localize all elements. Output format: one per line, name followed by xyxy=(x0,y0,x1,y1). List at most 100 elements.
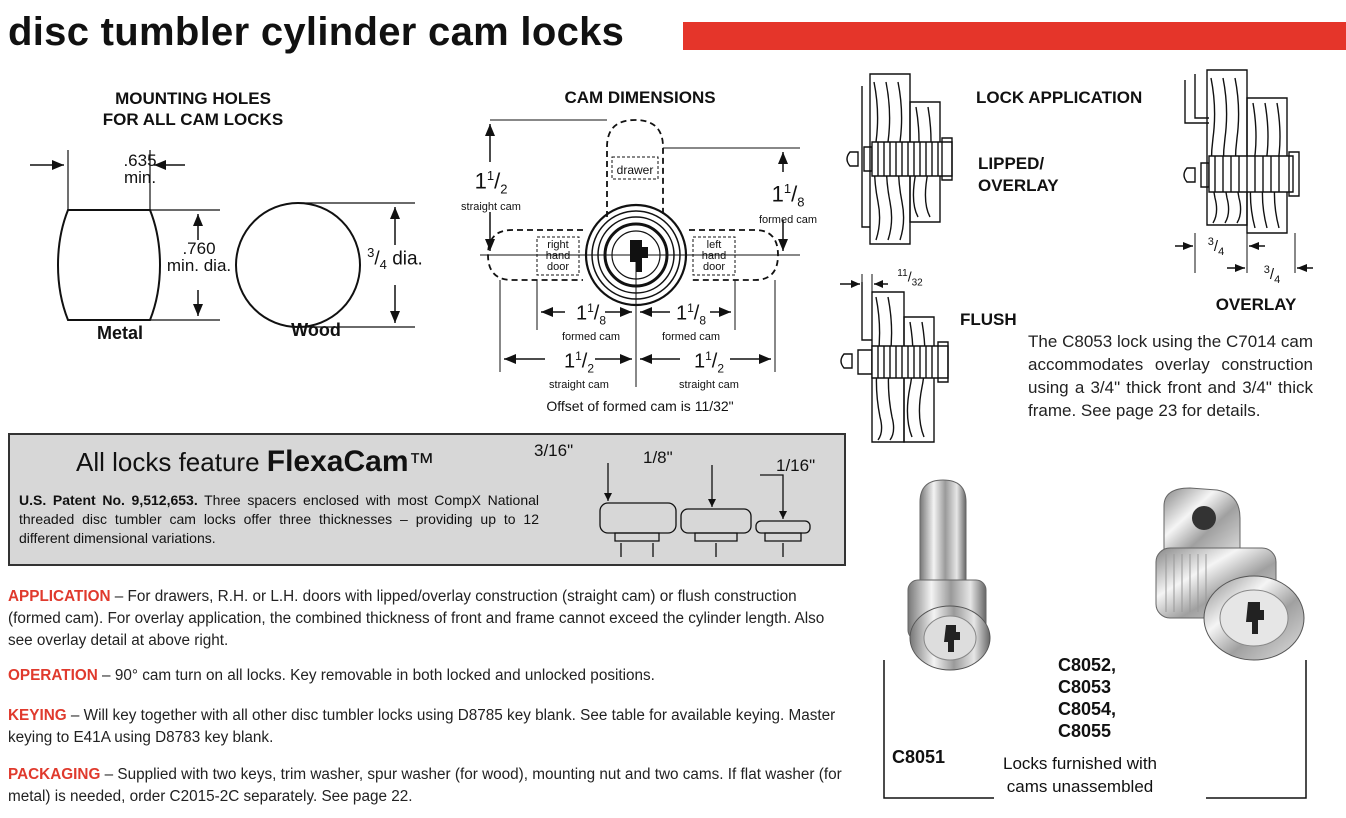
formed-whole-left: 1 xyxy=(575,302,588,325)
wood-dia-num: 3 xyxy=(367,245,375,260)
lhd-line3: door xyxy=(702,261,726,273)
formed-den: 8 xyxy=(797,194,805,210)
overlay-note: The C8053 lock using the C7014 cam accom… xyxy=(1028,332,1313,420)
flush-dim-num: 11 xyxy=(897,268,908,279)
formed-num-right: 1 xyxy=(687,301,694,315)
cam-offset-caption: Offset of formed cam is 11/32" xyxy=(546,398,734,414)
c8052-keyway-icon xyxy=(1246,602,1264,634)
formed-whole-right: 1 xyxy=(675,302,688,325)
wood-dia-unit: dia. xyxy=(392,248,423,270)
products-note-line1: Locks furnished with xyxy=(1002,754,1158,773)
keying-text: – Will key together with all other disc … xyxy=(8,707,836,746)
height-unit: min. dia. xyxy=(166,256,232,275)
straight-den-left: 2 xyxy=(587,361,595,376)
formed-den-right: 8 xyxy=(699,313,707,328)
c8051-keyway-icon xyxy=(944,625,960,652)
overlay-dim-b-den: 4 xyxy=(1274,274,1281,286)
keyhole-icon xyxy=(630,240,648,272)
flexacam-box: All locks feature FlexaCam™ U.S. Patent … xyxy=(8,433,846,566)
flush-dim-den: 32 xyxy=(911,277,923,289)
c8052-group-label: C8052, C8053 C8054, C8055 xyxy=(1058,654,1116,742)
straight-cam-dim-left: 11/2 straight cam xyxy=(538,346,620,391)
formed-den-left: 8 xyxy=(599,313,607,328)
straight-whole-right: 1 xyxy=(693,350,706,373)
c8052-label: C8052, xyxy=(1058,655,1117,675)
accent-rect xyxy=(683,22,1346,50)
height-dimension: .760 min. dia. xyxy=(160,240,238,274)
spacer-medium xyxy=(681,509,751,533)
metal-label: Metal xyxy=(96,323,143,343)
lipped-line1: LIPPED/ xyxy=(978,154,1045,173)
operation-head: OPERATION xyxy=(8,667,98,684)
overlay-label: OVERLAY xyxy=(1215,295,1297,314)
mounting-holes-diagram xyxy=(20,140,460,330)
title-accent-bar xyxy=(683,22,1346,50)
spacer-diagram xyxy=(595,451,815,561)
spacer-label-1: 3/16" xyxy=(534,441,574,460)
overlay-dim-a-den: 4 xyxy=(1218,246,1225,258)
formed-cam-label: formed cam xyxy=(758,213,818,226)
straight-whole: 1 xyxy=(474,168,487,194)
formed-num-left: 1 xyxy=(587,301,594,315)
straight-cam-label-right: straight cam xyxy=(679,378,739,391)
wood-label: Wood xyxy=(291,320,341,340)
overlay-dim-b: 3/4 xyxy=(1263,264,1281,286)
flexacam-lead: All locks feature xyxy=(76,447,267,477)
straight-den: 2 xyxy=(500,181,508,197)
flexacam-body: Three spacers enclosed with most CompX N… xyxy=(19,492,540,546)
lipped-line2: OVERLAY xyxy=(978,176,1059,195)
lipped-overlay-diagram xyxy=(848,72,958,247)
width-value: .635 xyxy=(123,151,157,170)
overlay-dim-b-num: 3 xyxy=(1263,264,1270,276)
application-paragraph: APPLICATION – For drawers, R.H. or L.H. … xyxy=(8,586,848,652)
spacer-label-3: 1/16" xyxy=(776,456,816,475)
straight-cam-dim-right: 11/2 straight cam xyxy=(668,346,750,391)
formed-whole: 1 xyxy=(771,181,784,207)
wood-dia-den: 4 xyxy=(379,257,387,273)
straight-num-right: 1 xyxy=(705,349,712,363)
flexacam-brand: FlexaCam xyxy=(266,445,409,478)
overlay-diagram xyxy=(1165,68,1315,283)
drawer-cam-outline xyxy=(607,120,663,217)
height-value: .760 xyxy=(182,239,216,258)
keying-paragraph: KEYING – Will key together with all othe… xyxy=(8,705,848,749)
flexacam-tm: ™ xyxy=(408,447,435,477)
overlay-dim-a: 3/4 xyxy=(1207,236,1225,258)
drawer-label: drawer xyxy=(616,163,654,177)
wood-dia-dimension: 3/4 dia. xyxy=(367,245,423,273)
formed-cam-dim-left: 11/8 formed cam xyxy=(553,298,629,343)
right-hand-door-label: right hand door xyxy=(537,240,579,273)
straight-whole-left: 1 xyxy=(563,350,576,373)
left-hand-door-label: left hand door xyxy=(693,240,735,273)
lhd-line2: hand xyxy=(701,250,727,262)
straight-den-right: 2 xyxy=(717,361,725,376)
packaging-text: – Supplied with two keys, trim washer, s… xyxy=(8,766,842,805)
c8051-label: C8051 xyxy=(892,747,946,767)
flush-diagram xyxy=(838,272,963,444)
formed-num: 1 xyxy=(783,181,792,196)
rhd-line2: hand xyxy=(545,250,571,262)
operation-text: – 90° cam turn on all locks. Key removab… xyxy=(97,667,655,684)
flexacam-description: U.S. Patent No. 9,512,653. Three spacers… xyxy=(19,491,539,548)
formed-cam-dim-vertical: 11/8 formed cam xyxy=(750,178,826,226)
packaging-paragraph: PACKAGING – Supplied with two keys, trim… xyxy=(8,764,848,808)
mounting-heading-line2: FOR ALL CAM LOCKS xyxy=(102,110,284,129)
c8051-lock-photo xyxy=(898,480,998,675)
spacer-label-2: 1/8" xyxy=(643,448,673,467)
straight-cam-dim-vertical: 11/2 straight cam xyxy=(450,165,532,213)
formed-cam-label-right: formed cam xyxy=(661,330,721,343)
spacer-thin xyxy=(756,521,810,533)
operation-paragraph: OPERATION – 90° cam turn on all locks. K… xyxy=(8,665,848,687)
straight-num-left: 1 xyxy=(575,349,582,363)
c8054-label: C8054, xyxy=(1058,699,1117,719)
formed-cam-dim-right: 11/8 formed cam xyxy=(653,298,729,343)
products-note-line2: cams unassembled xyxy=(1006,777,1154,796)
cam-dims-heading: CAM DIMENSIONS xyxy=(564,88,716,107)
flush-label: FLUSH xyxy=(960,310,1017,329)
lhd-line1: left xyxy=(706,239,722,251)
mounting-heading: MOUNTING HOLES FOR ALL CAM LOCKS xyxy=(88,88,298,130)
flexacam-patent: U.S. Patent No. 9,512,653. xyxy=(19,492,198,508)
application-text: – For drawers, R.H. or L.H. doors with l… xyxy=(8,588,825,649)
wood-hole-shape xyxy=(236,203,360,327)
straight-num: 1 xyxy=(486,168,495,183)
